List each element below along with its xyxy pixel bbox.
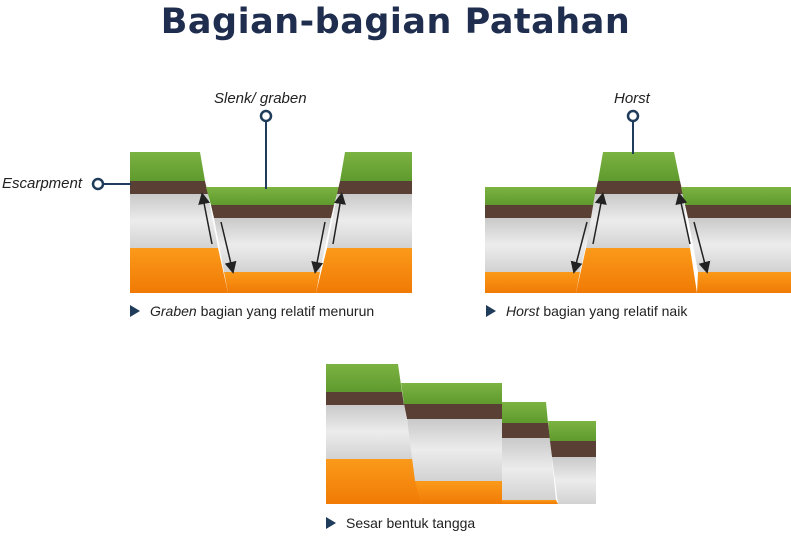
page-title: Bagian-bagian Patahan <box>160 2 631 42</box>
graben-arrow-left-down <box>220 221 237 274</box>
graben-right-block <box>316 152 412 293</box>
horst-arrow-left-down <box>570 221 588 274</box>
play-triangle-icon <box>130 305 140 317</box>
horst-caption: Horst bagian yang relatif naik <box>486 303 687 319</box>
horst-diagram <box>485 109 791 293</box>
step-fault-diagram <box>326 364 596 504</box>
graben-arrow-right-up <box>332 192 346 245</box>
horst-arrow-left-up <box>592 192 607 245</box>
horst-callout-dot <box>626 109 640 123</box>
escarpment-label: Escarpment <box>2 175 83 192</box>
graben-caption: Graben bagian yang relatif menurun <box>130 303 374 319</box>
horst-center-block <box>576 152 697 293</box>
graben-diagram <box>91 109 412 293</box>
graben-caption-term: Graben <box>150 303 197 319</box>
graben-callout-dot <box>259 109 273 123</box>
graben-label: Slenk/ graben <box>214 90 307 107</box>
horst-right-block <box>681 187 791 293</box>
horst-label: Horst <box>614 90 650 107</box>
graben-arrow-right-down <box>311 221 326 274</box>
horst-caption-term: Horst <box>506 303 540 319</box>
graben-center-block <box>206 187 339 293</box>
horst-left-block <box>485 187 597 293</box>
graben-arrow-left-up <box>198 192 213 245</box>
step-block-3 <box>502 402 558 504</box>
step-caption: Sesar bentuk tangga <box>326 515 475 531</box>
play-triangle-icon <box>326 517 336 529</box>
step-block-1 <box>326 364 421 504</box>
step-block-2 <box>401 383 502 504</box>
step-caption-text: Sesar bentuk tangga <box>346 515 476 531</box>
step-block-4 <box>548 421 596 504</box>
graben-caption-text: bagian yang relatif menurun <box>196 303 375 319</box>
graben-left-block <box>130 152 228 293</box>
horst-arrow-right-down <box>693 221 711 274</box>
horst-caption-text: bagian yang relatif naik <box>539 303 688 319</box>
escarpment-callout-dot <box>91 177 105 191</box>
play-triangle-icon <box>486 305 496 317</box>
horst-arrow-right-up <box>675 192 691 245</box>
